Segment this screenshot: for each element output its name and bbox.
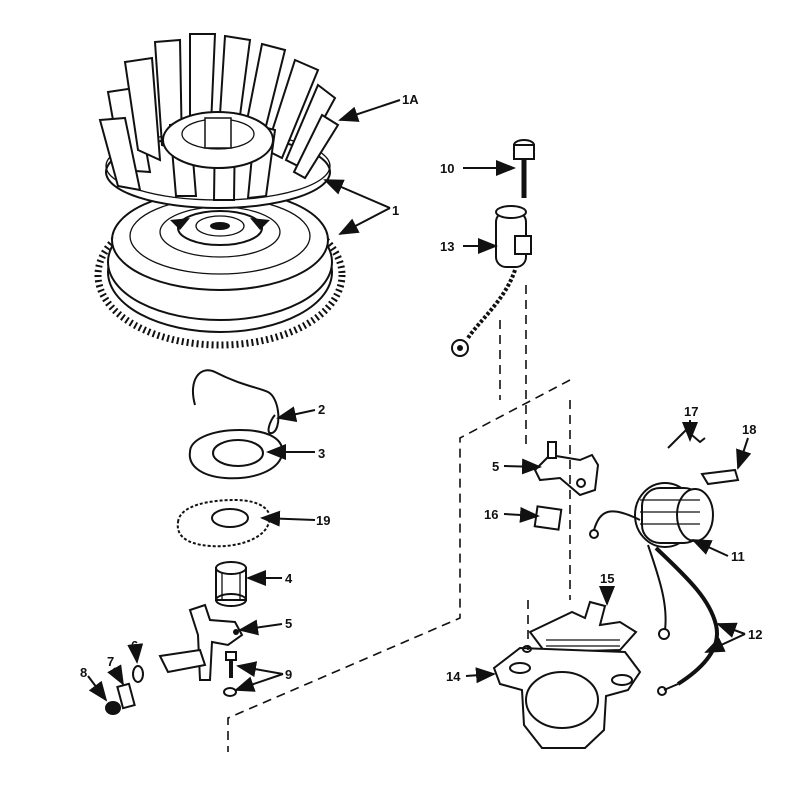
label-19: 19 bbox=[316, 513, 330, 528]
screw-part-9 bbox=[223, 651, 237, 697]
wire-clip-part-2 bbox=[192, 369, 280, 435]
bushing-part-4 bbox=[215, 561, 247, 607]
label-5-left: 5 bbox=[285, 616, 292, 631]
label-10: 10 bbox=[440, 161, 454, 176]
leader-lines bbox=[87, 99, 752, 702]
label-5-right: 5 bbox=[492, 459, 499, 474]
lever-part-5 bbox=[158, 603, 244, 681]
label-11: 11 bbox=[731, 549, 745, 564]
label-9: 9 bbox=[285, 667, 292, 682]
label-14: 14 bbox=[446, 669, 461, 684]
lead-wire-part-12 bbox=[654, 546, 719, 696]
felt-part-19 bbox=[176, 498, 271, 548]
nut-part-8 bbox=[105, 701, 121, 715]
label-4: 4 bbox=[285, 571, 293, 586]
label-13: 13 bbox=[440, 239, 454, 254]
screw-part-10 bbox=[513, 139, 535, 198]
label-3: 3 bbox=[318, 446, 325, 461]
washer-part-6 bbox=[132, 665, 144, 683]
plate-part-3 bbox=[188, 428, 284, 480]
clip-part-18 bbox=[700, 468, 740, 486]
label-8: 8 bbox=[80, 665, 87, 680]
label-15: 15 bbox=[600, 571, 614, 586]
terminal-part-13 bbox=[451, 205, 532, 357]
plate-part-7 bbox=[116, 682, 136, 710]
base-plate-part-14 bbox=[492, 645, 642, 749]
block-part-16 bbox=[533, 505, 563, 531]
laminations-part-15 bbox=[528, 600, 638, 654]
label-1a: 1A bbox=[402, 92, 419, 107]
label-2: 2 bbox=[318, 402, 325, 417]
assembly-lines bbox=[227, 285, 571, 752]
label-18: 18 bbox=[742, 422, 756, 437]
label-1: 1 bbox=[392, 203, 399, 218]
flywheel-part-1 bbox=[94, 189, 346, 349]
label-16: 16 bbox=[484, 507, 498, 522]
label-7: 7 bbox=[107, 654, 114, 669]
label-17: 17 bbox=[684, 404, 698, 419]
coil-part-11 bbox=[589, 482, 714, 640]
contact-part-5 bbox=[533, 441, 600, 497]
label-6: 6 bbox=[131, 638, 138, 653]
pin-part-17 bbox=[667, 428, 706, 449]
fan-part-1a bbox=[98, 33, 340, 209]
label-12: 12 bbox=[748, 627, 762, 642]
